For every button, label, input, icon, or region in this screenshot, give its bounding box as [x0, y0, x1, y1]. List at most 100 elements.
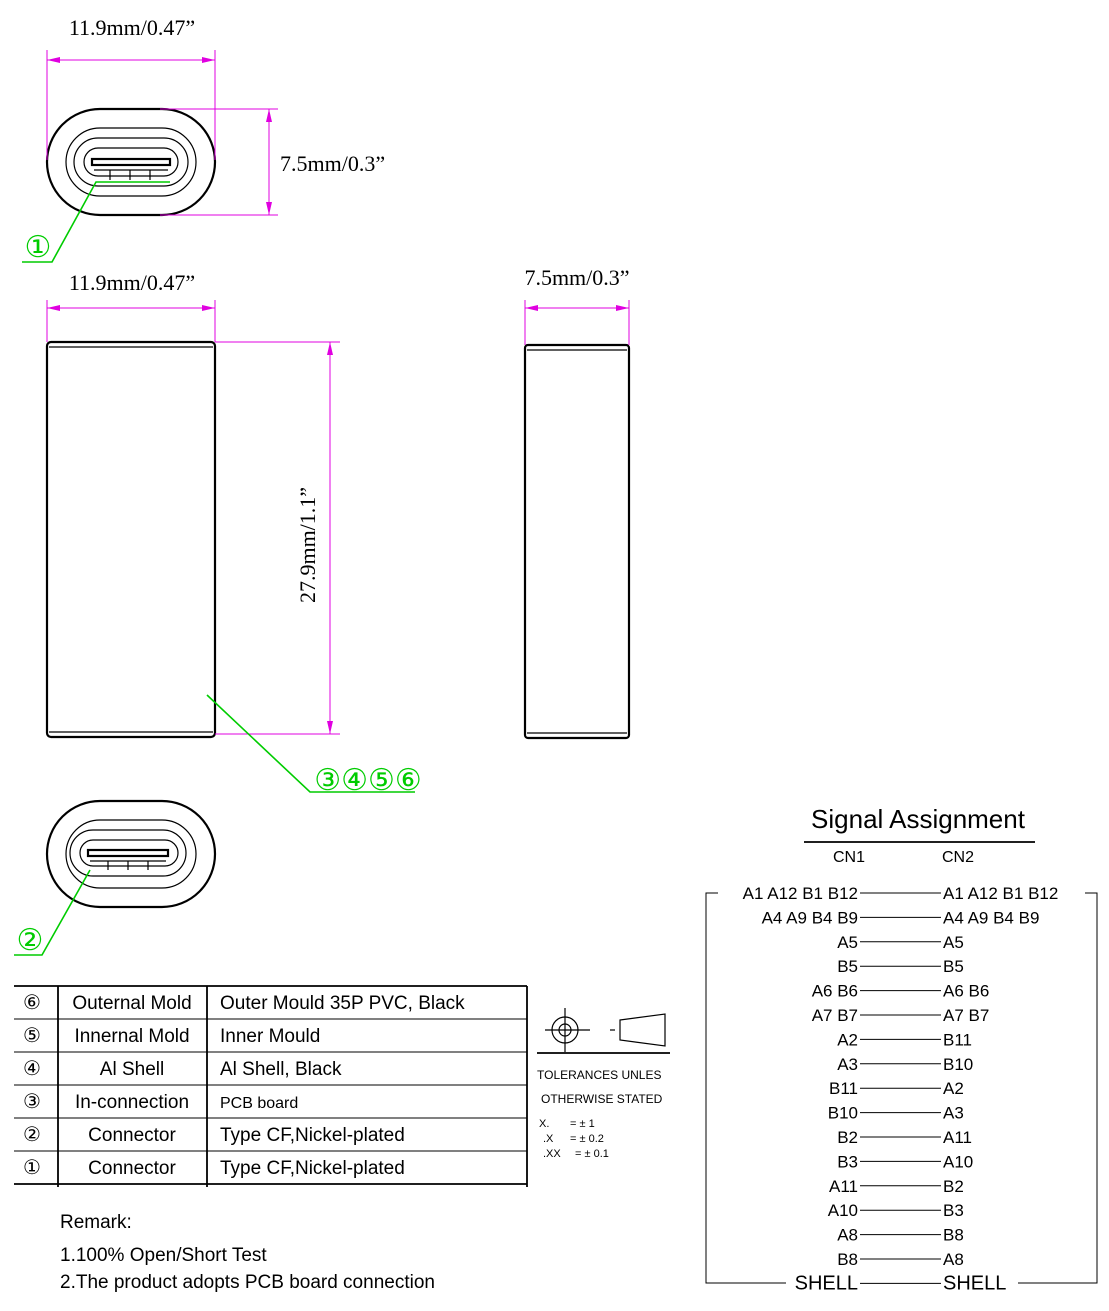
bom-part: Outernal Mold	[72, 993, 191, 1014]
bom-description: Outer Mould 35P PVC, Black	[220, 993, 465, 1014]
balloon-1-leader: ①	[22, 181, 170, 265]
bom-part: Innernal Mold	[74, 1026, 189, 1047]
signal-rows: A1 A12 B1 B12 A1 A12 B1 B12 A4 A9 B4 B9 A4 …	[743, 884, 1059, 1294]
signal-cn1-pin: SHELL	[795, 1272, 858, 1294]
bom-number: ①	[23, 1155, 41, 1179]
dim-front-width: 11.9mm/0.47”	[46, 270, 216, 342]
dim-front-length: 27.9mm/1.1”	[215, 341, 340, 735]
signal-cn1-pin: A10	[828, 1201, 858, 1220]
bottom-end-view	[45, 799, 217, 909]
signal-cn1-pin: B11	[829, 1079, 858, 1098]
signal-cn1-pin: A2	[837, 1030, 858, 1049]
signal-cn1-pin: B3	[837, 1152, 858, 1171]
front-view	[45, 340, 217, 739]
signal-cn1-pin: A11	[829, 1177, 858, 1196]
side-view	[523, 343, 631, 740]
bom-part: In-connection	[75, 1092, 189, 1113]
tolerance-key-1: .X	[543, 1133, 554, 1145]
signal-cn1: CN1	[833, 849, 865, 866]
signal-title: Signal Assignment	[811, 804, 1026, 834]
signal-cn2-pin: B8	[943, 1226, 964, 1245]
signal-cn1-pin: B2	[837, 1128, 858, 1147]
top-port-outer	[73, 137, 189, 187]
dim-top-width: 11.9mm/0.47”	[46, 15, 216, 160]
signal-bracket-right	[1018, 892, 1098, 1284]
dim-top-height-label: 7.5mm/0.3”	[280, 151, 385, 176]
signal-cn2-pin: B2	[943, 1177, 964, 1196]
bom-description: Type CF,Nickel-plated	[220, 1125, 405, 1146]
signal-cn2-pin: A8	[943, 1250, 964, 1269]
remark-title: Remark:	[60, 1212, 132, 1233]
tolerance-line1: TOLERANCES UNLES	[537, 1068, 661, 1082]
signal-cn2-pin: A4 A9 B4 B9	[943, 908, 1039, 927]
signal-cn1-pin: B8	[837, 1250, 858, 1269]
dim-front-length-label: 27.9mm/1.1”	[295, 487, 320, 603]
top-end-view	[45, 107, 217, 217]
bom-part: Connector	[88, 1158, 176, 1179]
bom-description: Type CF,Nickel-plated	[220, 1158, 405, 1179]
signal-cn2-pin: A7 B7	[943, 1006, 989, 1025]
signal-cn1-pin: A1 A12 B1 B12	[743, 884, 858, 903]
signal-cn1-pin: A4 A9 B4 B9	[762, 908, 858, 927]
dim-front-width-label: 11.9mm/0.47”	[69, 270, 195, 295]
front-body	[45, 340, 217, 739]
bom-part: Connector	[88, 1125, 176, 1146]
top-port-tongue	[90, 157, 172, 167]
remark-item-2: 2.The product adopts PCB board connectio…	[60, 1272, 435, 1293]
signal-cn2-pin: A6 B6	[943, 982, 989, 1001]
signal-cn2-pin: B10	[943, 1055, 973, 1074]
dim-side-width-label: 7.5mm/0.3”	[524, 265, 629, 290]
bom-description: Al Shell, Black	[220, 1059, 342, 1080]
dim-top-width-label: 11.9mm/0.47”	[69, 15, 195, 40]
projection-symbol	[537, 1008, 670, 1054]
dim-top-height: 7.5mm/0.3”	[160, 108, 385, 216]
signal-cn2-pin: A5	[943, 933, 964, 952]
tolerance-key-0: X.	[539, 1118, 549, 1130]
dim-side-width: 7.5mm/0.3”	[524, 265, 630, 345]
balloon-1: ①	[25, 230, 52, 265]
bom-part: Al Shell	[100, 1059, 164, 1080]
bom-description: Inner Mould	[220, 1026, 320, 1047]
signal-cn2-pin: A11	[943, 1128, 972, 1147]
signal-cn1-pin: A8	[837, 1226, 858, 1245]
balloon-2-leader: ②	[14, 869, 91, 958]
signal-cn1-pin: A7 B7	[812, 1006, 858, 1025]
signal-cn2-pin: A2	[943, 1079, 964, 1098]
tolerance-line2: OTHERWISE STATED	[541, 1092, 663, 1106]
signal-cn2-pin: B3	[943, 1201, 964, 1220]
signal-cn1-pin: A5	[837, 933, 858, 952]
signal-cn1-pin: A3	[837, 1055, 858, 1074]
signal-cn2-pin: B11	[943, 1030, 972, 1049]
top-end-inner	[65, 127, 197, 197]
tolerance-val-0: = ± 1	[570, 1118, 595, 1130]
bottom-port-tongue	[86, 848, 170, 858]
bottom-port-outer	[69, 829, 187, 877]
balloon-3456-leader: ③④⑤⑥	[206, 694, 422, 798]
signal-cn1-pin: B5	[837, 957, 858, 976]
signal-cn2-pin: SHELL	[943, 1272, 1006, 1294]
balloon-3456: ③④⑤⑥	[314, 763, 422, 798]
top-port-inner	[83, 147, 179, 177]
signal-cn2-pin: B5	[943, 957, 964, 976]
signal-cn2-pin: A3	[943, 1104, 964, 1123]
signal-cn2-pin: A1 A12 B1 B12	[943, 884, 1058, 903]
signal-bracket-left	[705, 892, 786, 1284]
bottom-end-outline	[45, 799, 217, 909]
tolerance-val-2: = ± 0.1	[575, 1148, 609, 1160]
tolerance-val-1: = ± 0.2	[570, 1133, 604, 1145]
bom-description: PCB board	[220, 1095, 298, 1112]
signal-cn2-pin: A10	[943, 1152, 973, 1171]
tolerance-key-2: .XX	[543, 1148, 561, 1160]
bom-number: ④	[23, 1056, 41, 1080]
signal-cn1-pin: B10	[828, 1104, 858, 1123]
side-body	[523, 343, 631, 740]
bom-number: ②	[23, 1122, 41, 1146]
signal-cn1-pin: A6 B6	[812, 982, 858, 1001]
remark-item-1: 1.100% Open/Short Test	[60, 1245, 267, 1266]
top-end-outline	[45, 107, 217, 217]
signal-cn2: CN2	[942, 849, 974, 866]
balloon-2: ②	[17, 923, 44, 958]
bom-number: ③	[23, 1089, 41, 1113]
